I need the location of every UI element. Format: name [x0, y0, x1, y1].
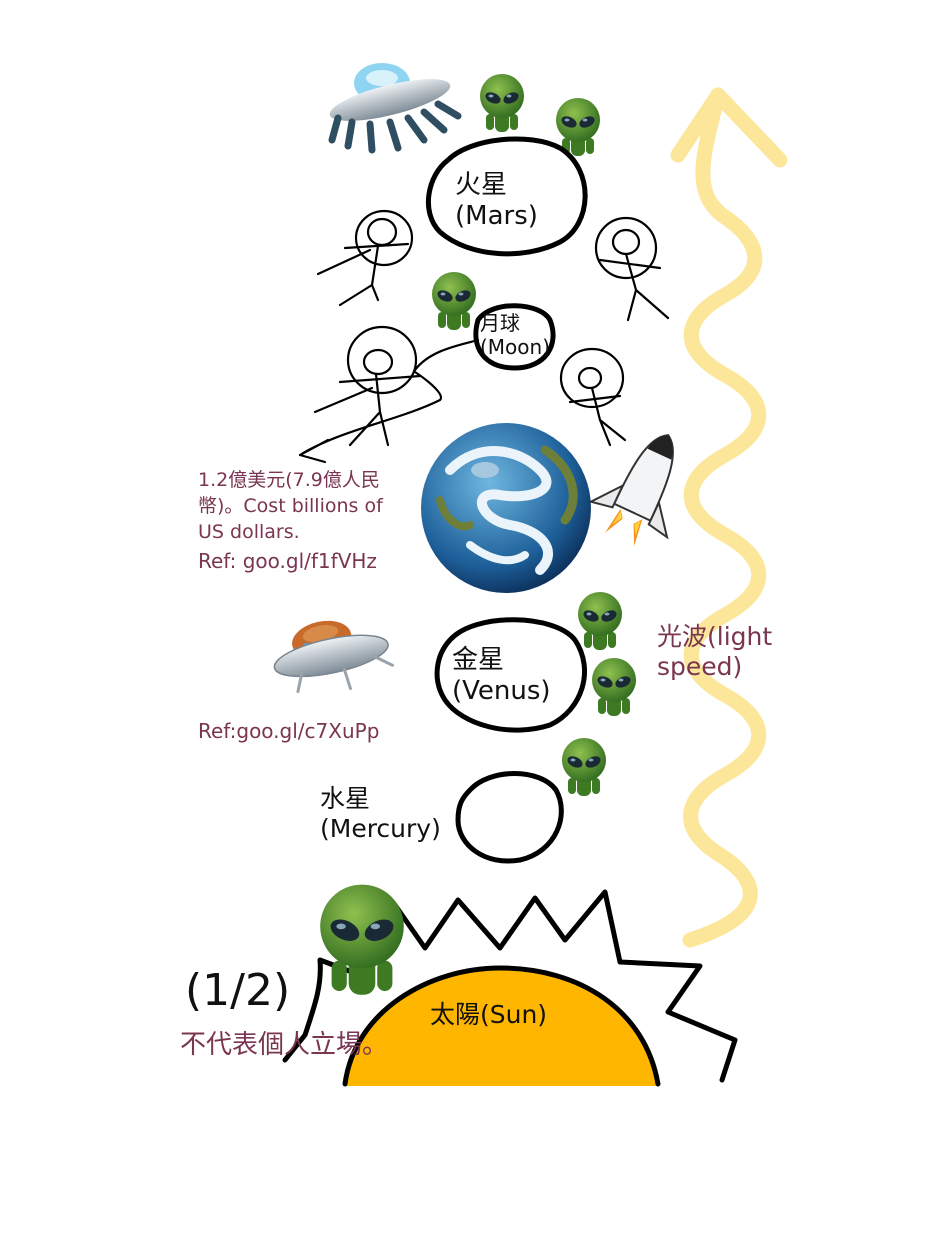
space-shuttle-icon	[588, 434, 674, 547]
alien-icon	[480, 74, 524, 132]
mercury-label-zh: 水星	[320, 784, 371, 813]
alien-icon	[320, 884, 404, 995]
alien-icon	[562, 738, 606, 796]
moon-label: 月球 (Moon)	[480, 311, 551, 359]
venus-planet	[434, 617, 587, 733]
mercury-planet	[455, 771, 564, 864]
alien-icon	[432, 272, 476, 330]
cost-note: 1.2億美元(7.9億人民 幣)。Cost billions of US dol…	[198, 467, 383, 545]
moon-label-zh: 月球	[480, 311, 520, 335]
sun-label: 太陽(Sun)	[430, 1000, 548, 1029]
alien-icon	[592, 658, 636, 716]
stick-figure-icon	[559, 347, 627, 447]
flying-saucer-icon	[273, 620, 395, 694]
disclaimer-text: 不代表個人立場。	[180, 1030, 389, 1060]
moon-planet	[473, 303, 556, 371]
sun-icon	[282, 889, 738, 1087]
venus-label: 金星 (Venus)	[452, 645, 551, 706]
light-wave-arrow-icon	[670, 87, 788, 948]
stick-figure-icon	[298, 325, 480, 464]
cost-note-line1: 1.2億美元(7.9億人民	[198, 469, 380, 491]
mercury-label-en: (Mercury)	[320, 813, 441, 843]
ufo-icon	[328, 63, 462, 154]
stick-figure-icon	[594, 216, 670, 322]
light-speed-label: 光波(light speed)	[657, 622, 772, 681]
mars-label-zh: 火星	[455, 170, 508, 200]
light-speed-line1: 光波(light	[657, 622, 773, 651]
venus-label-en: (Venus)	[452, 675, 551, 706]
page-number: (1/2)	[185, 965, 291, 1016]
light-speed-line2: speed)	[657, 651, 743, 681]
reference-link-1[interactable]: Ref: goo.gl/f1fVHz	[198, 549, 377, 573]
venus-label-zh: 金星	[452, 645, 505, 675]
mercury-label: 水星 (Mercury)	[320, 784, 441, 843]
reference-link-2[interactable]: Ref:goo.gl/c7XuPp	[198, 719, 380, 743]
cost-note-line3: US dollars.	[198, 521, 300, 543]
alien-icon	[578, 592, 622, 650]
mars-label-en: (Mars)	[455, 200, 538, 231]
mars-planet	[425, 136, 588, 257]
earth-icon	[421, 423, 591, 593]
moon-label-en: (Moon)	[480, 334, 551, 359]
cost-note-line2: 幣)。Cost billions of	[198, 495, 383, 517]
mars-label: 火星 (Mars)	[455, 170, 538, 231]
stick-figure-icon	[316, 209, 414, 307]
